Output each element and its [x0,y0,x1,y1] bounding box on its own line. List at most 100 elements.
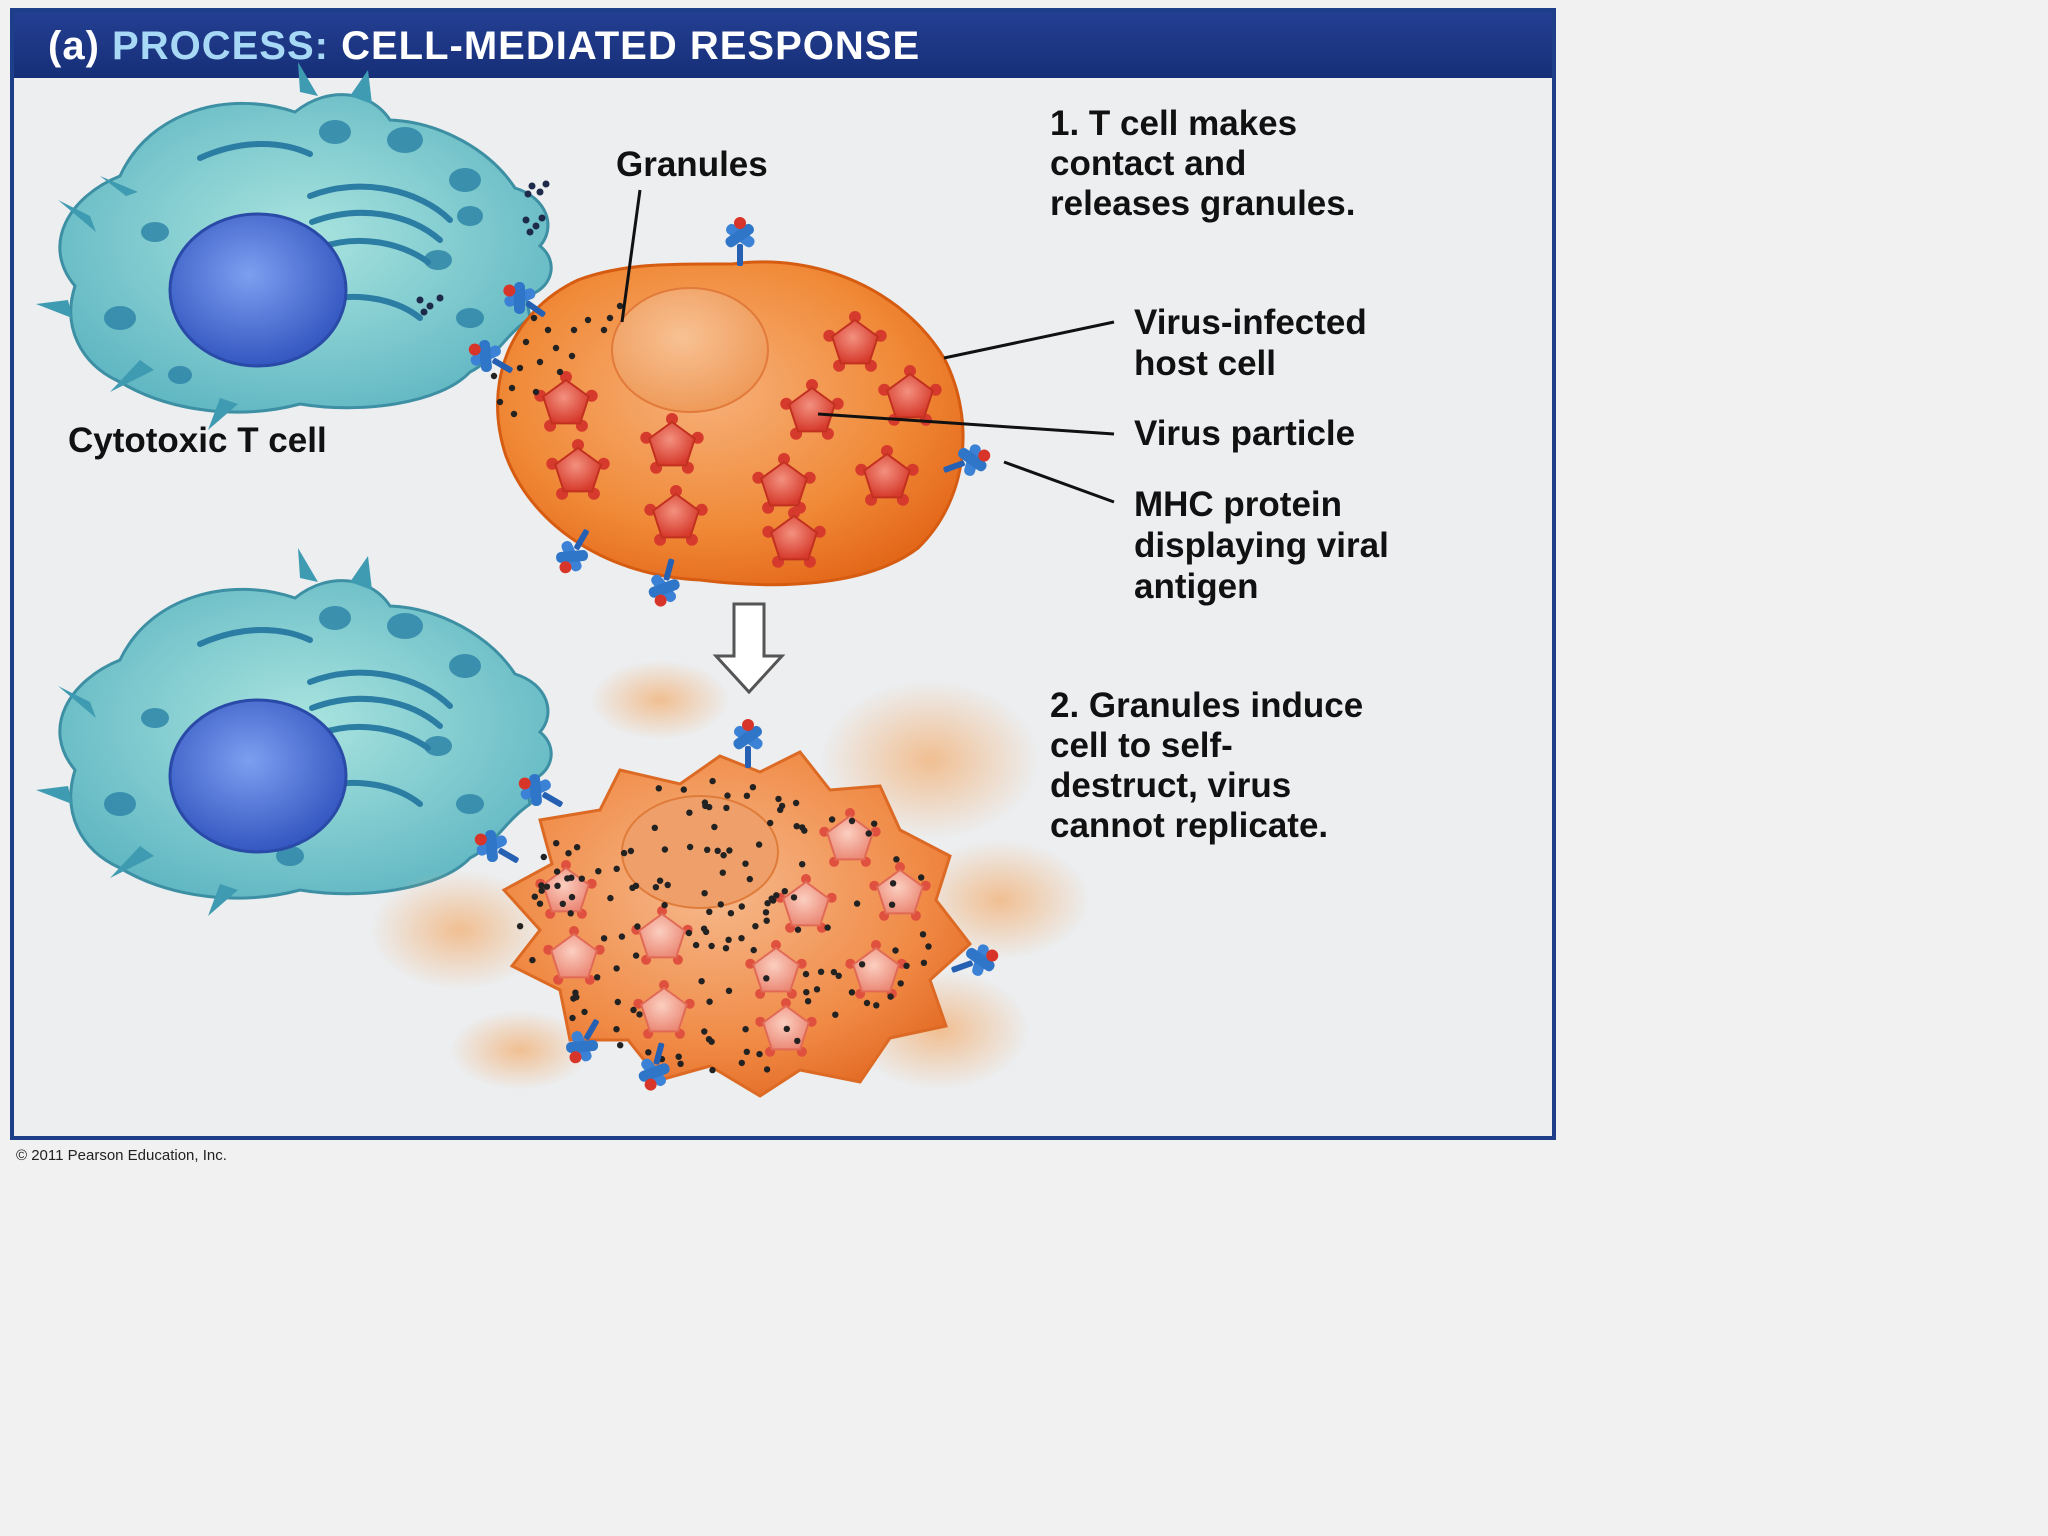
label-virus-infected-line-1: Virus-infected [1134,303,1367,342]
step-2-line-4: cannot replicate. [1050,806,1329,845]
granule-dot [794,926,802,933]
granule-dot [919,931,927,938]
granule-dot [871,820,878,827]
granule-dot [889,880,897,887]
title-keyword: PROCESS: [112,24,329,68]
granules-dispersed [516,777,932,1074]
granule-dot [828,816,836,823]
granule-dot [618,933,626,940]
granule-dot [742,1026,749,1033]
granule-dot [709,777,716,785]
granule-dot [775,795,782,803]
granule-dot [565,850,572,857]
granule-dot [617,1042,624,1049]
granule-dot [725,936,732,943]
granule-dot [762,909,770,916]
panel-letter: (a) [48,24,100,68]
granule-dot [661,846,669,853]
granule-dot [888,901,896,908]
granule-dot [832,1011,839,1018]
granule-dot [804,998,812,1005]
granule-dot [722,945,730,952]
label-mhc-line-3: antigen [1134,567,1259,606]
cell-debris-spray [370,660,1090,1090]
granule-dot [783,1025,790,1033]
granule-dot [925,943,932,950]
granule-dot [764,900,771,907]
granule-dot [706,998,713,1005]
granule-dot [613,865,620,872]
label-virus-infected-host-cell: Virus-infected host cell [1134,302,1367,384]
granule-dot [594,974,601,981]
granule-dot [763,917,770,924]
granule-dot [630,1006,637,1014]
granule-dot [540,853,547,861]
step-1-line-2: contact and [1050,144,1247,183]
granule-dot [627,847,635,855]
granule-dot [723,804,730,812]
step-2-line-1: 2. Granules induce [1050,686,1364,725]
step-1-line-3: releases granules. [1050,184,1356,223]
granule-dot [727,910,735,917]
granule-dot [614,998,621,1006]
granule-dot [893,856,900,863]
granule-dot [529,956,536,964]
granule-dot [830,968,838,976]
granule-dot [656,877,664,884]
granule-dot [767,819,774,827]
granule-dot [848,817,856,825]
t-cell-nucleus [168,212,348,368]
granule-dot [813,986,821,993]
granule-dot [920,959,928,966]
granule-dot [652,884,660,891]
host-cell-top [461,217,996,611]
granule-dot [918,874,925,881]
leader-virus-infected [943,320,1115,360]
granule-dot [569,1014,576,1022]
granule-dot [553,840,560,847]
granule-dot [742,860,749,867]
granule-dot [743,792,751,799]
granule-dot [636,1011,643,1018]
granule-dot [620,849,628,857]
granule-dot [568,893,576,901]
granule-dot [567,910,574,917]
figure-title: (a) PROCESS: CELL-MEDIATED RESPONSE [48,24,920,69]
granule-dot [853,900,861,907]
label-cytotoxic-t-cell: Cytotoxic T cell [68,421,327,460]
label-mhc-protein: MHC protein displaying viral antigen [1134,484,1389,607]
granule-dot [768,895,775,902]
host-cell-nucleus [611,287,769,413]
granule-dot [536,900,544,907]
granule-dot [700,925,708,932]
granule-dot [887,993,894,1000]
granule-dot [664,881,671,889]
granule-dot [726,847,733,854]
t-cell-nucleus-bottom [168,698,348,854]
granule-dot [835,972,842,979]
granule-dot [516,923,524,930]
title-text: CELL-MEDIATED RESPONSE [341,24,921,68]
granule-dot [756,1050,763,1058]
granule-dot [763,1066,771,1073]
host-cell-nucleus-dying [621,795,779,909]
step-2-line-3: destruct, virus [1050,766,1292,805]
title-bar: (a) PROCESS: CELL-MEDIATED RESPONSE [14,12,1552,78]
granule-dot [675,1053,682,1060]
granule-dot [817,968,825,975]
step-1-text: 1. T cell makes contact and releases gra… [1050,104,1355,224]
label-virus-infected-line-2: host cell [1134,344,1276,383]
granule-dot [538,887,545,894]
granule-dot [773,892,780,899]
granule-dot [705,1036,713,1043]
t-cell-granule-clusters [416,180,550,316]
granule-dot [655,785,662,792]
granule-dot [801,827,808,834]
granule-dot [749,784,757,791]
granule-dot [793,823,800,830]
granule-dot [848,989,856,996]
granule-dot [632,882,640,889]
granule-dot [701,890,708,897]
granule-dot [632,952,640,959]
granule-dot [645,1049,652,1056]
